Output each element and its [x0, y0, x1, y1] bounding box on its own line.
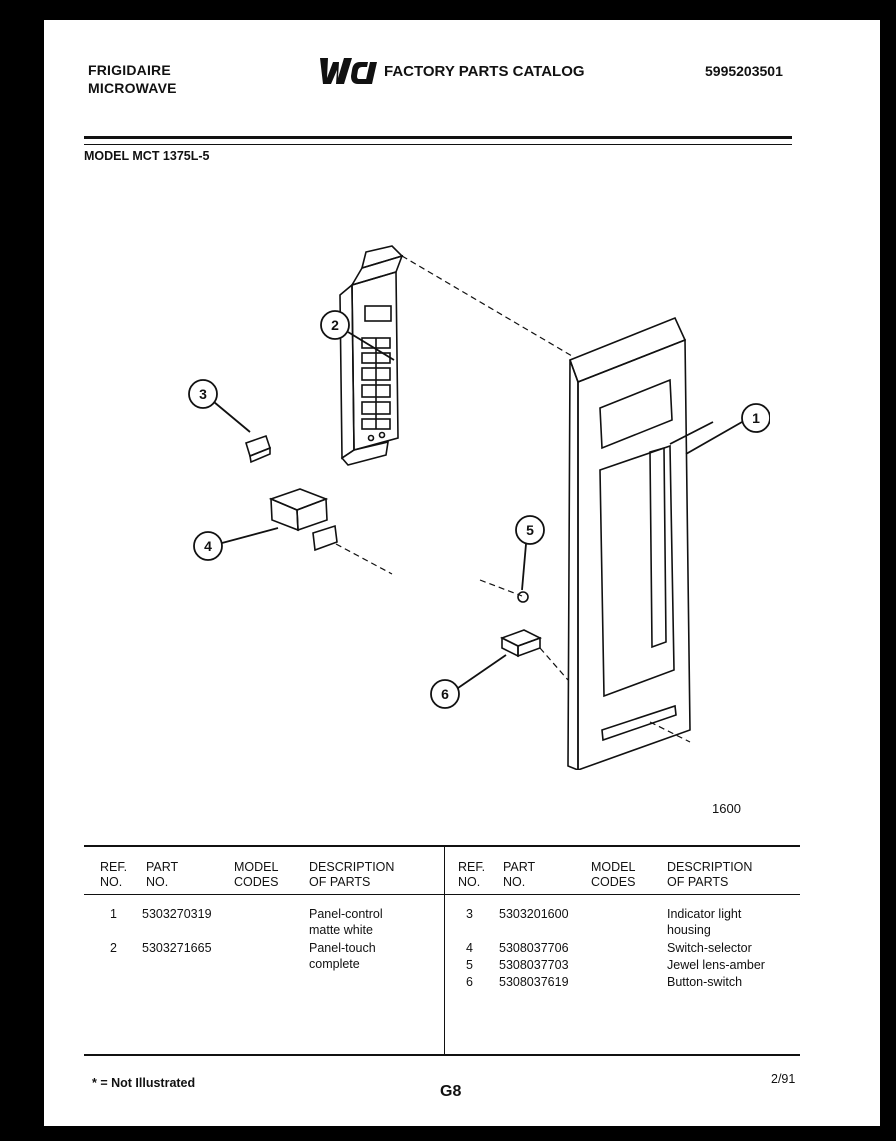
table-row-part: 5303270319: [142, 907, 212, 921]
callout-3-label: 3: [199, 386, 207, 402]
catalog-date: 2/91: [771, 1072, 796, 1086]
table-row-ref: 2: [110, 941, 117, 955]
callout-5-label: 5: [526, 522, 534, 538]
table-row-ref: 4: [466, 941, 473, 955]
not-illustrated-note: * = Not Illustrated: [92, 1076, 196, 1090]
callout-4-label: 4: [204, 538, 212, 554]
callout-2: [320, 310, 395, 361]
table-row-desc: Switch-selector: [667, 941, 752, 955]
table-row-ref: 5: [466, 958, 473, 972]
table-row-desc: Jewel lens-amber: [667, 958, 765, 972]
control-panel-drawing: [567, 316, 691, 770]
table-row-ref: 1: [110, 907, 117, 921]
table-top-rule: [84, 845, 800, 847]
product-type: MICROWAVE: [88, 80, 177, 96]
brand-block: FRIGIDAIRE MICROWAVE: [88, 61, 177, 97]
header-ref-no: REF.NO.: [100, 860, 128, 889]
callout-6: [430, 654, 507, 709]
model-label: MODEL MCT 1375L-5: [84, 149, 210, 163]
header-ref-no-right: REF.NO.: [458, 860, 486, 889]
table-header-rule: [84, 894, 800, 895]
table-row-ref: 6: [466, 975, 473, 989]
callout-6-label: 6: [441, 686, 449, 702]
callout-1: [669, 403, 770, 455]
callout-4: [193, 527, 279, 561]
catalog-title: FACTORY PARTS CATALOG: [384, 63, 585, 80]
table-row-ref: 3: [466, 907, 473, 921]
callout-2-label: 2: [331, 317, 339, 333]
callout-1-label: 1: [752, 410, 760, 426]
jewel-lens-drawing: [517, 591, 529, 603]
table-row-desc: Button-switch: [667, 975, 743, 989]
catalog-page: FRIGIDAIRE MICROWAVE FACTORY PARTS CATAL…: [44, 20, 880, 1126]
table-row-part: 5303201600: [499, 907, 569, 921]
touch-panel-drawing: [339, 245, 404, 466]
callout-5: [515, 515, 545, 591]
table-row-part: 5308037703: [499, 958, 569, 972]
table-row-part: 5303271665: [142, 941, 212, 955]
header-rule-thin: [84, 144, 792, 145]
catalog-number: 5995203501: [705, 63, 783, 79]
brand-name: FRIGIDAIRE: [88, 62, 171, 78]
header-rule: [84, 136, 792, 139]
indicator-housing-drawing: [245, 434, 271, 464]
page-number: G8: [440, 1083, 462, 1100]
callout-3: [188, 379, 251, 433]
wci-logo: [320, 58, 377, 84]
button-switch-drawing: [499, 629, 543, 658]
switch-selector-drawing: [268, 488, 338, 552]
table-divider: [444, 846, 445, 1055]
table-row-part: 5308037619: [499, 975, 569, 989]
exploded-parts-diagram: 1 2 3 4 5 6: [188, 245, 770, 770]
illustration-code: 1600: [712, 801, 741, 816]
table-bottom-rule: [84, 1054, 800, 1056]
table-row-part: 5308037706: [499, 941, 569, 955]
